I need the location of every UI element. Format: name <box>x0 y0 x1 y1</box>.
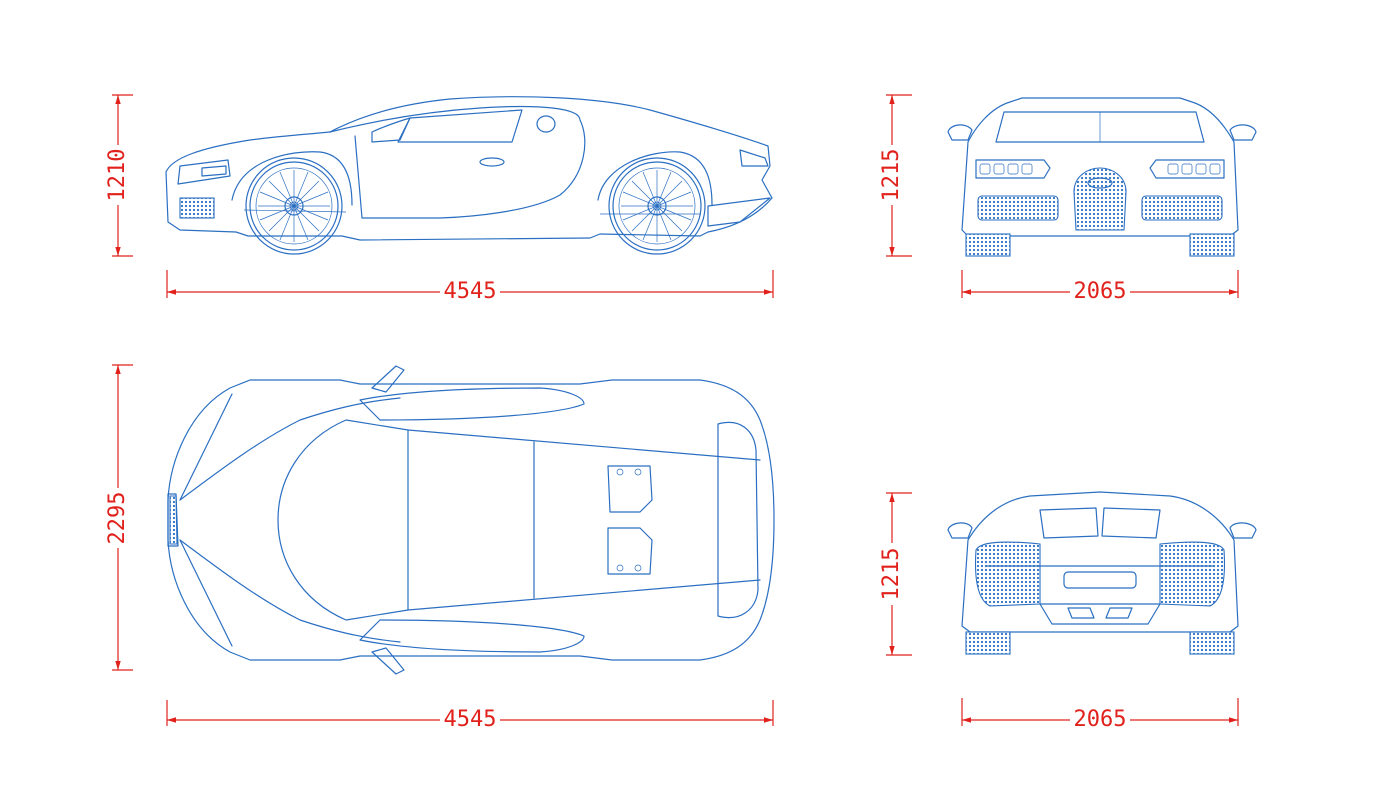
front-height-dimension: 1215 <box>879 94 912 257</box>
rear-view-car-outline <box>947 491 1257 655</box>
rear-wheel <box>608 157 706 255</box>
side-length-dimension: 4545 <box>166 270 774 304</box>
top-length-label: 4545 <box>444 707 497 732</box>
rear-width-label: 2065 <box>1074 707 1127 732</box>
rear-width-dimension: 2065 <box>961 698 1239 732</box>
front-wheel <box>245 157 343 255</box>
front-height-label: 1215 <box>879 149 904 202</box>
front-view: 1215 2065 <box>879 94 1257 304</box>
side-height-dimension: 1210 <box>105 94 133 257</box>
side-view-car-outline <box>165 96 773 241</box>
top-view: 2295 4545 <box>105 364 775 732</box>
side-height-label: 1210 <box>105 149 130 202</box>
side-view: 1210 4545 <box>105 94 774 304</box>
top-width-dimension: 2295 <box>105 364 133 671</box>
top-width-label: 2295 <box>105 492 130 545</box>
top-view-car-outline <box>167 365 775 675</box>
front-width-dimension: 2065 <box>961 270 1239 304</box>
side-length-label: 4545 <box>444 279 497 304</box>
rear-height-label: 1215 <box>879 548 904 601</box>
rear-height-dimension: 1215 <box>879 492 912 656</box>
rear-view: 1215 2065 <box>879 491 1257 732</box>
top-length-dimension: 4545 <box>166 700 774 732</box>
front-view-car-outline <box>947 97 1257 257</box>
front-width-label: 2065 <box>1074 279 1127 304</box>
